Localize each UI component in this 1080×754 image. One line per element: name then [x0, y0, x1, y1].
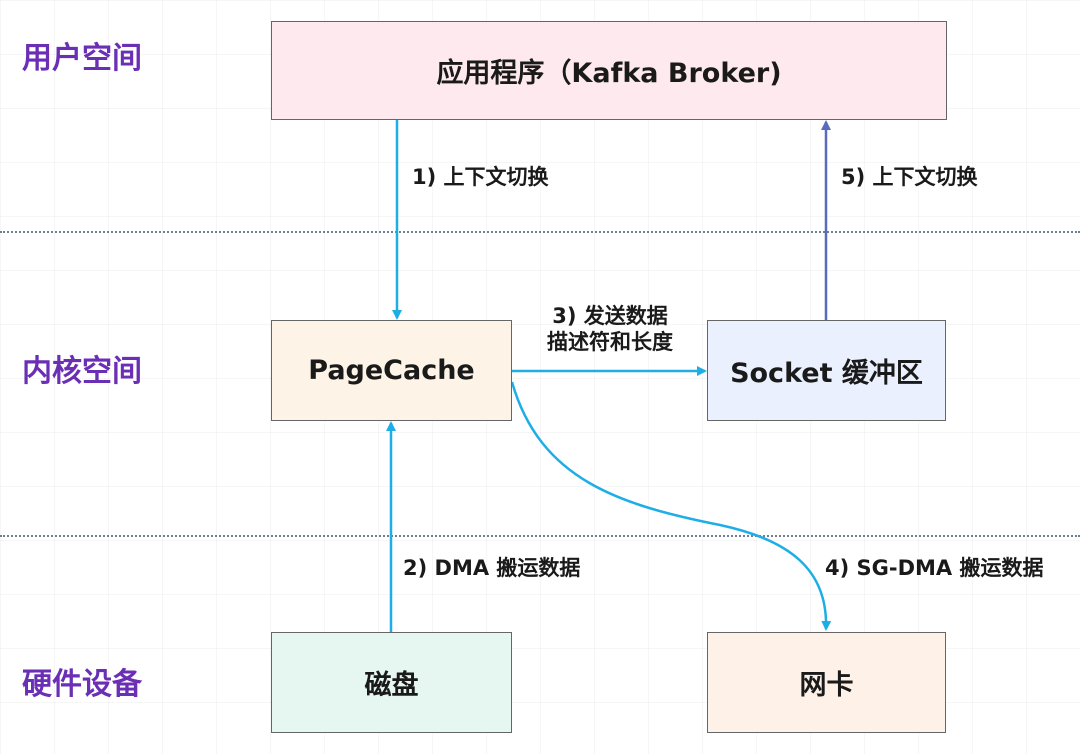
edge-label-step5: 5) 上下文切换	[841, 165, 978, 189]
node-nic-label: 网卡	[799, 670, 854, 701]
node-socket-buffer-label: Socket 缓冲区	[730, 358, 923, 389]
edge-label-step3-line1: 3) 发送数据	[552, 304, 668, 328]
layer-label-user-space: 用户空间	[22, 41, 142, 76]
edge-label-step4: 4) SG-DMA 搬运数据	[825, 556, 1044, 580]
node-application-label: 应用程序（Kafka Broker)	[436, 58, 782, 89]
edge-label-step3-line2: 描述符和长度	[547, 330, 673, 355]
node-pagecache: PageCache	[271, 320, 512, 421]
node-application: 应用程序（Kafka Broker)	[271, 21, 947, 120]
edge-label-step2: 2) DMA 搬运数据	[403, 556, 581, 580]
divider-user-kernel	[0, 231, 1080, 233]
edge-label-step1: 1) 上下文切换	[412, 165, 549, 189]
node-disk-label: 磁盘	[364, 670, 419, 701]
layer-label-hardware: 硬件设备	[22, 667, 142, 702]
node-socket-buffer: Socket 缓冲区	[707, 320, 946, 421]
layer-label-kernel-space: 内核空间	[22, 354, 142, 389]
divider-kernel-hardware	[0, 535, 1080, 537]
arrow-step4	[510, 381, 832, 631]
node-pagecache-label: PageCache	[308, 355, 475, 386]
node-nic: 网卡	[707, 632, 946, 733]
node-disk: 磁盘	[271, 632, 512, 733]
edge-label-step3: 3) 发送数据 描述符和长度	[520, 303, 700, 356]
